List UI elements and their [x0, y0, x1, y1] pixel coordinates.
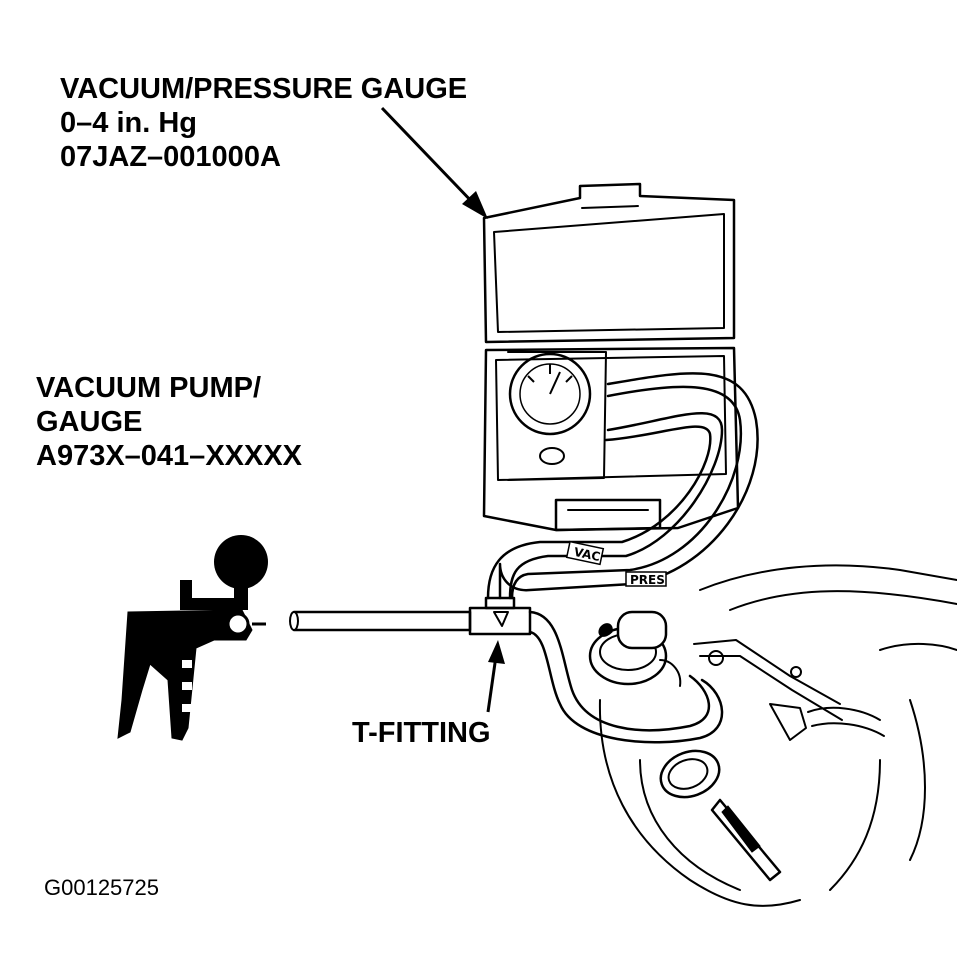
- pres-hose-tag: PRES: [630, 573, 665, 587]
- gauge-hoses: VAC PRES: [486, 372, 759, 600]
- gauge-part-number: 07JAZ–001000A: [60, 141, 281, 174]
- vacuum-pressure-gauge-case: [482, 182, 740, 532]
- figure-id: G00125725: [44, 875, 159, 900]
- engine-valve-assembly: [588, 610, 885, 741]
- gauge-range: 0–4 in. Hg: [60, 107, 197, 140]
- vac-hose-tag: VAC: [573, 545, 602, 564]
- vacuum-pressure-gauge-label: VACUUM/PRESSURE GAUGE 0–4 in. Hg 07JAZ–0…: [60, 72, 467, 175]
- pump-hose: [289, 610, 472, 632]
- hand-vacuum-pump: [117, 535, 268, 741]
- vacuum-pump-label: VACUUM PUMP/ GAUGE A973X–041–XXXXX: [36, 371, 302, 474]
- t-fitting: [468, 596, 532, 636]
- t-fitting-leader-arrow: [486, 640, 505, 713]
- gauge-dial: [508, 352, 592, 436]
- pump-name-line1: VACUUM PUMP/: [36, 372, 262, 404]
- pump-part-number: A973X–041–XXXXX: [36, 440, 303, 473]
- pump-name-line2: GAUGE: [36, 406, 143, 439]
- engine-outline: [598, 564, 957, 907]
- gauge-leader-arrow: [380, 106, 488, 219]
- gauge-name: VACUUM/PRESSURE GAUGE: [60, 73, 468, 105]
- engine-hose: [528, 610, 724, 744]
- t-fitting-label: T-FITTING: [352, 717, 491, 749]
